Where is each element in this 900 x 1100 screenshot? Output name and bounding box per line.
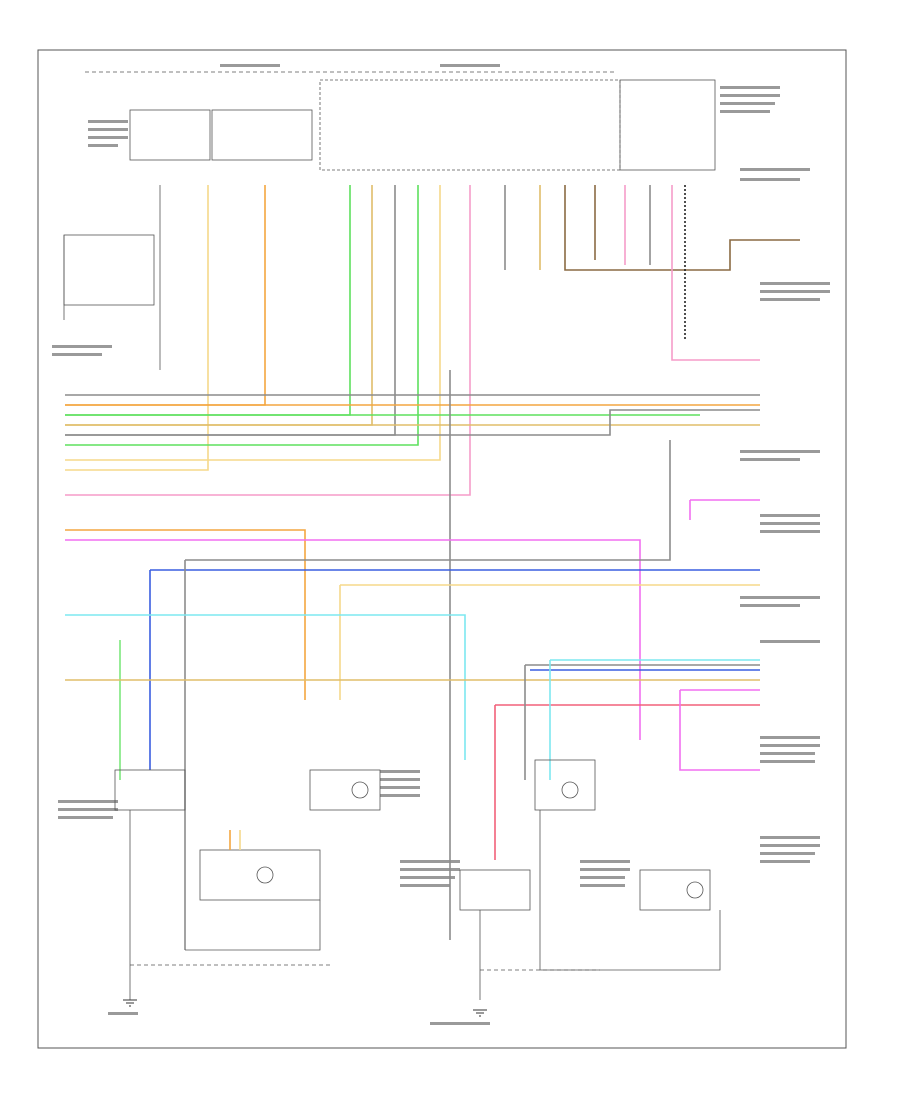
passenger-switch bbox=[459, 869, 531, 911]
top-modules bbox=[63, 71, 716, 370]
motor-symbol-passenger-seat bbox=[561, 781, 579, 799]
diagram-frame bbox=[37, 49, 847, 1049]
left-control-module bbox=[129, 109, 211, 161]
bottom-components bbox=[114, 759, 721, 1000]
ground-left bbox=[123, 999, 137, 1007]
ground-center bbox=[473, 1009, 487, 1017]
motor-symbol-passenger bbox=[686, 881, 704, 899]
seat-switch-left bbox=[114, 769, 186, 811]
seat-control-module bbox=[211, 109, 313, 161]
recliner-motor bbox=[309, 769, 381, 811]
motor-symbol-left bbox=[256, 866, 274, 884]
center-module bbox=[319, 79, 621, 171]
motor-symbol-recliner bbox=[351, 781, 369, 799]
lumbar-motor-box bbox=[63, 234, 155, 306]
horizontal-bus bbox=[65, 370, 760, 950]
passenger-motor bbox=[639, 869, 711, 911]
right-module bbox=[619, 79, 716, 171]
label-marks bbox=[52, 64, 830, 1025]
seat-motor-box-left bbox=[199, 849, 321, 901]
vertical-wires bbox=[65, 185, 800, 496]
passenger-seat-box bbox=[534, 759, 596, 811]
